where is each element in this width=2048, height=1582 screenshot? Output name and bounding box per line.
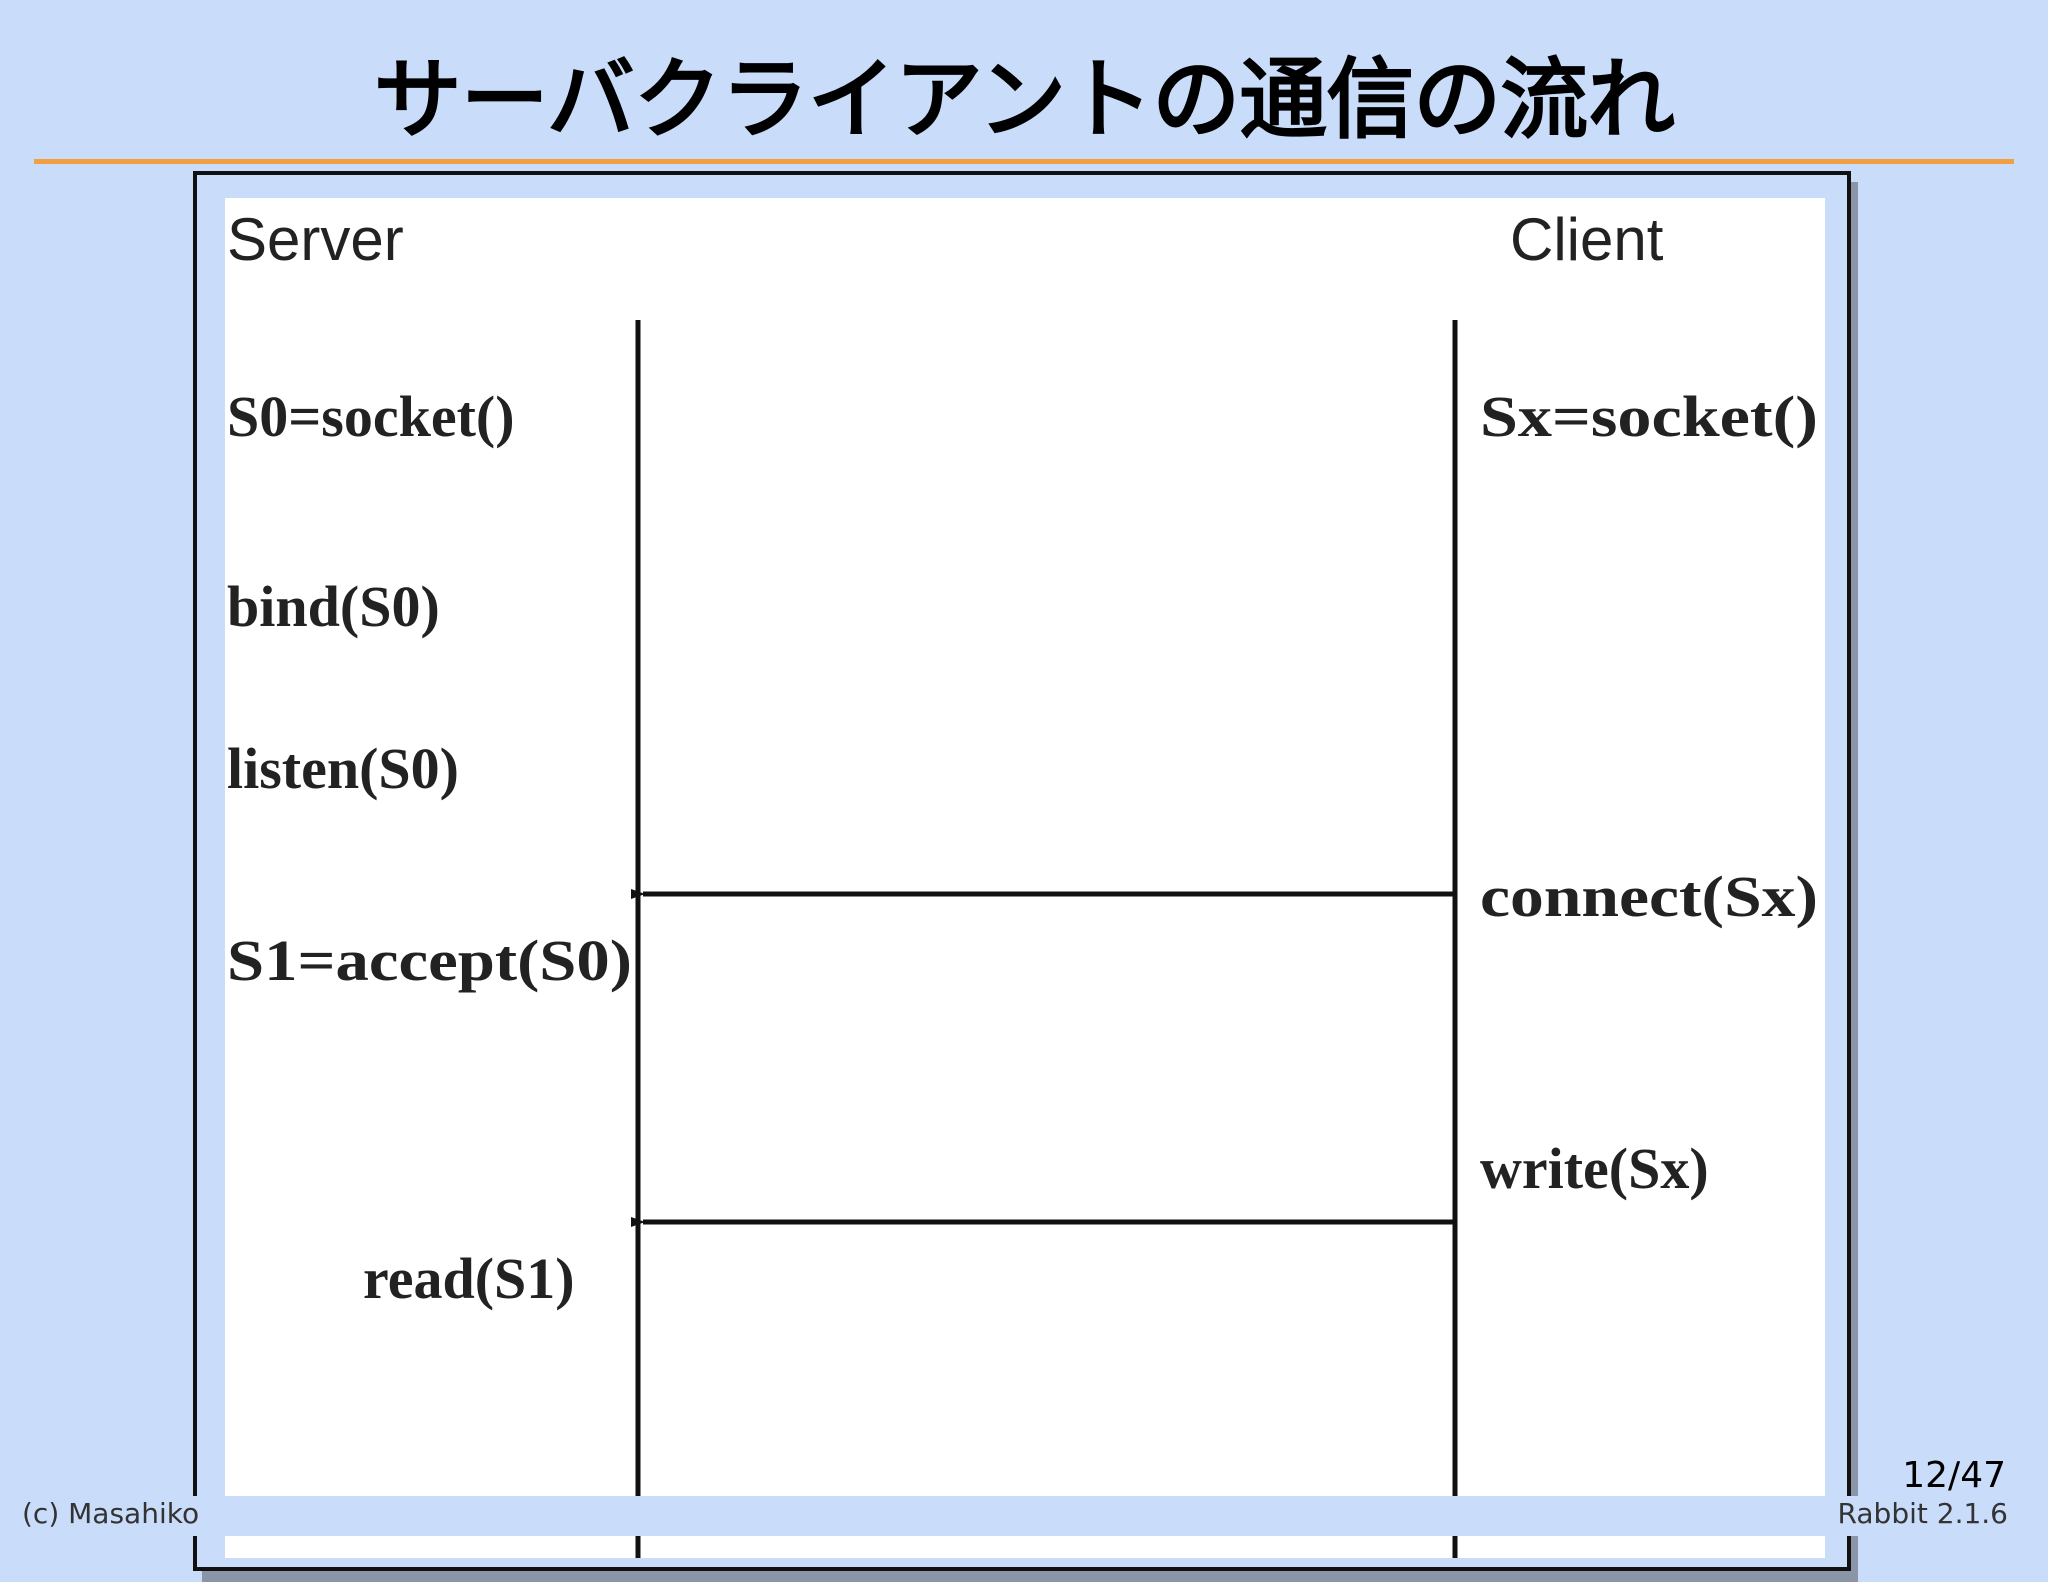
footer-bar	[0, 1496, 2048, 1536]
server-call-s0-socket: S0=socket()	[227, 384, 515, 449]
server-call-accept: S1=accept(S0)	[227, 928, 632, 993]
client-heading: Client	[1510, 206, 1664, 273]
sequence-diagram: Server Client S0=socket() bind(S0) liste…	[225, 198, 1825, 1558]
server-call-read: read(S1)	[363, 1246, 575, 1311]
server-call-listen: listen(S0)	[227, 736, 459, 801]
footer-author: (c) Masahiko	[22, 1497, 200, 1530]
client-call-write: write(Sx)	[1480, 1136, 1709, 1201]
server-heading: Server	[227, 206, 404, 273]
slide-title: サーバクライアントの通信の流れ	[373, 48, 1676, 151]
sequence-diagram-svg: Server Client S0=socket() bind(S0) liste…	[227, 206, 1818, 1558]
server-call-bind: bind(S0)	[227, 574, 440, 639]
title-rule	[34, 159, 2014, 164]
footer-app-version: Rabbit 2.1.6	[1837, 1497, 2008, 1530]
client-call-sx-socket: Sx=socket()	[1480, 384, 1818, 449]
page-number: 12/47	[1902, 1455, 2006, 1496]
client-call-connect: connect(Sx)	[1480, 864, 1818, 929]
